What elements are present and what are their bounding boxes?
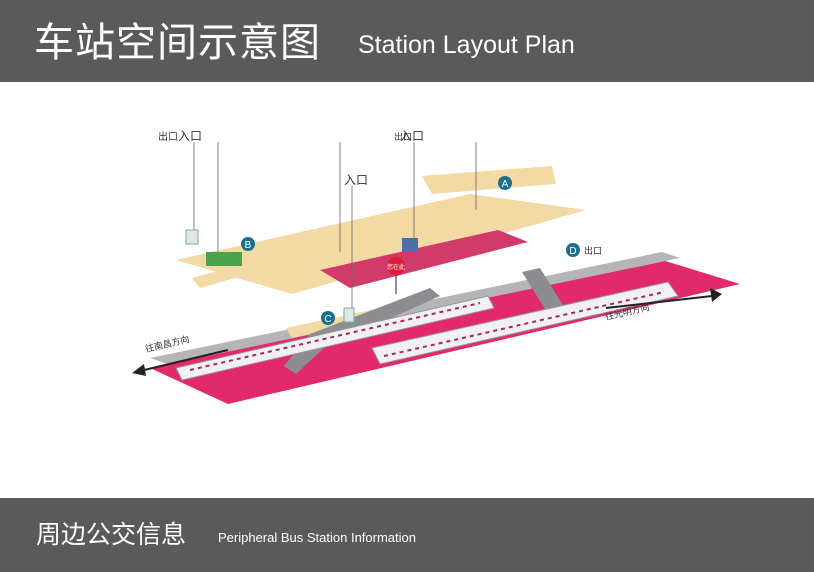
entrance-d-label: D [569, 246, 576, 257]
direction-left-arrow [132, 349, 229, 376]
service-kiosk [206, 252, 242, 266]
footer-bar: 周边公交信息 Peripheral Bus Station Informatio… [0, 498, 814, 572]
callout-lines [193, 142, 477, 308]
section-title-en: Peripheral Bus Station Information [218, 530, 416, 545]
entrance-a-marker: A [498, 176, 512, 190]
train-back [175, 295, 495, 381]
entrance-c-label: C [324, 314, 331, 325]
ticket-machine [185, 229, 199, 245]
entrance-b-label: B [245, 240, 252, 251]
train-back-windows [189, 302, 481, 371]
escalator-right [522, 268, 566, 314]
concourse-floor [176, 194, 586, 294]
you-are-here-pin: 您在此 [387, 257, 405, 294]
concourse-wing-left [192, 262, 256, 288]
lift [343, 307, 355, 323]
entrance-b-marker: B [241, 237, 255, 251]
paid-area [320, 230, 528, 288]
callout-entrance-3: 入口 [400, 129, 424, 143]
direction-right-arrow [605, 288, 722, 309]
escalator-left [284, 288, 440, 374]
page-title-cn: 车站空间示意图 [34, 20, 321, 66]
pin-label: 您在此 [387, 263, 405, 271]
entrance-d-text: 出口 [584, 245, 602, 257]
entrance-c-marker: C [321, 311, 335, 325]
header-bar: 车站空间示意图 Station Layout Plan [0, 0, 814, 82]
callout-entrance-1: 入口 [178, 129, 202, 143]
page-title-en: Station Layout Plan [358, 31, 575, 59]
control-room [402, 238, 418, 252]
callout-exit-2: 出口 [394, 131, 412, 143]
station-layout-diagram: 往南昌方向 往光明方向 A B C D 出口 您在此 出口 入口 入口 入口 出 [132, 129, 740, 404]
section-title-cn: 周边公交信息 [36, 520, 187, 549]
callout-exit-1: 出口 [158, 130, 178, 143]
entrance-a-label: A [502, 179, 509, 190]
callout-entrance-2: 入口 [344, 173, 368, 187]
rail-strip-back [150, 252, 680, 364]
concourse-wing-right [422, 166, 556, 194]
entrance-d-marker: D 出口 [566, 243, 602, 257]
